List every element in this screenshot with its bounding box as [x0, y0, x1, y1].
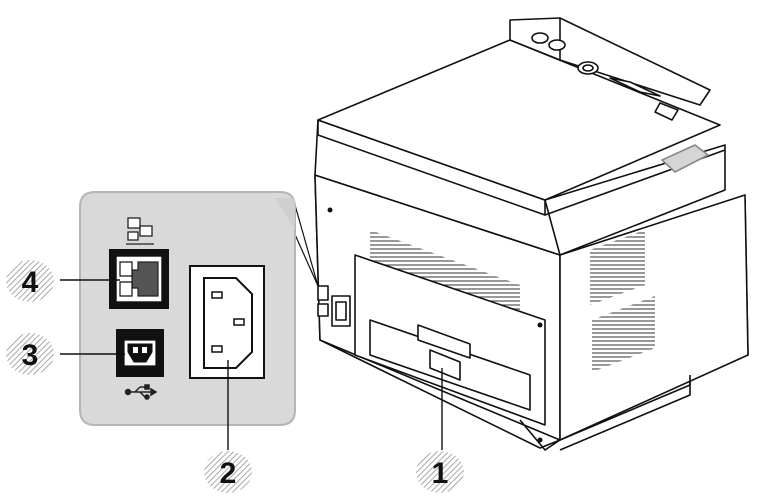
usb-icon [124, 384, 158, 400]
network-port [109, 249, 169, 309]
port-zoom-panel [79, 191, 296, 426]
callout-badge-2: 2 [204, 451, 252, 493]
power-receptacle [189, 265, 265, 379]
callout-lines [60, 279, 443, 450]
network-icon [126, 217, 154, 245]
printer [314, 17, 749, 451]
callout-badge-3: 3 [6, 333, 54, 375]
svg-text:3: 3 [22, 339, 39, 372]
svg-text:1: 1 [432, 457, 449, 490]
zoom-connector [292, 197, 319, 287]
usb-port [116, 329, 164, 377]
scanner-lid [317, 39, 721, 201]
callout-badge-1: 1 [416, 451, 464, 493]
svg-text:2: 2 [220, 457, 237, 490]
svg-text:4: 4 [22, 266, 39, 299]
callout-badge-4: 4 [6, 260, 54, 302]
